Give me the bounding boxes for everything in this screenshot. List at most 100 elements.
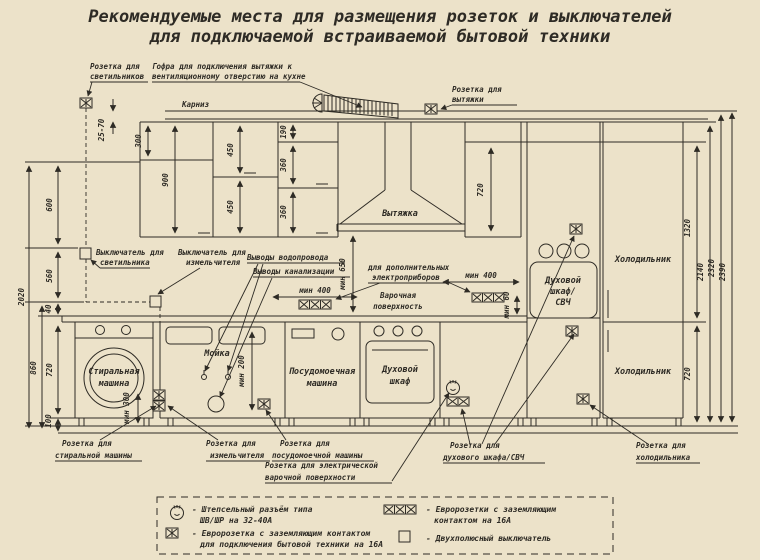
light-switch-icon: [79, 247, 92, 260]
dishwasher-socket-icon: [257, 398, 271, 410]
dim-100: 100: [44, 414, 53, 428]
dim-600: 600: [45, 198, 54, 212]
callout-light-switch: Выключатель для светильника: [90, 248, 164, 269]
hob-socket-label-1: Розетка для электрической: [265, 461, 378, 470]
lights-socket-label-1: Розетка для: [90, 62, 140, 71]
hob-label-2: поверхность: [373, 302, 423, 311]
washing-machine: Стиральная машина: [74, 321, 154, 427]
dim-2390: 2390: [718, 262, 727, 282]
dim-900: 900: [161, 173, 170, 187]
washer-label-1: Стиральная: [88, 367, 140, 377]
dim-2320: 2320: [707, 258, 716, 278]
oven-mw-label-3: СВЧ: [555, 298, 571, 308]
floor: [58, 425, 738, 434]
hood-socket-icon: [424, 103, 438, 115]
legend-plug-connector-icon: [170, 504, 184, 520]
spare-base-section: [440, 417, 527, 427]
legend-item-2-line-1: - Евророзетка с заземляющим контактом: [192, 529, 370, 538]
fridge-socket-label-1: Розетка для: [636, 441, 686, 450]
oven-mw-upper-socket-icon: [569, 223, 583, 235]
oven-socket-label-1: Розетка для: [450, 441, 500, 450]
dim-25-70: 25-70: [97, 118, 106, 142]
dim-min-60: мин 60: [502, 291, 511, 320]
callout-washer-socket: Розетка для стиральной машины: [55, 405, 157, 462]
oven-mw-lower-socket-icon: [565, 325, 579, 337]
callout-hob-socket: Розетка для электрической варочной повер…: [265, 392, 450, 484]
sink-label: Мойка: [203, 349, 230, 359]
dim-min-300: мин 300: [122, 392, 131, 425]
fridge-bottom-label: Холодильник: [614, 367, 672, 377]
callout-lights-socket: Розетка для светильников: [86, 62, 148, 97]
dim-2140: 2140: [696, 262, 705, 282]
dim-720-right: 720: [683, 367, 692, 381]
hob-plug-connector-icon: [446, 379, 460, 395]
legend-item-4-line-1: - Двухполюсный выключатель: [426, 534, 551, 543]
legend-item-3-line-1: - Евророзетки с заземляющим: [426, 505, 556, 514]
callouts: Розетка для светильников Гофра для подкл…: [55, 62, 700, 484]
fridge-socket-icon: [576, 393, 590, 405]
legend-item-1-line-1: - Штепсельный разъём типа: [192, 505, 313, 514]
vent-duct: [312, 93, 399, 119]
dimensions-left: 2020 860 600 560 40 720 100: [17, 161, 140, 432]
oven-label-2: шкаф: [389, 377, 410, 387]
water-outlets-label: Выводы водопровода: [246, 253, 329, 262]
oven-label-1: Духовой: [381, 365, 418, 375]
worktop-sockets-right-icon: [471, 292, 505, 303]
callout-oven-socket: Розетка для духового шкафа/СВЧ: [442, 235, 575, 464]
callout-vent-duct: Гофра для подключения вытяжки к вентиляц…: [152, 62, 363, 108]
dimensions-top: 25-70 300 900 450 450 190 360 360 720: [97, 99, 495, 234]
dim-450b: 450: [226, 200, 235, 214]
dishwasher-label-2: машина: [306, 379, 338, 389]
light-switch-label-2: светильника: [100, 258, 150, 267]
fridge-top-label: Холодильник: [614, 255, 672, 265]
callout-dishwasher-socket: Розетка для посудомоечной машины: [265, 409, 374, 462]
callout-grinder-socket: Розетка для измельчителя: [167, 405, 270, 462]
legend-euro-socket-icon: [165, 527, 179, 539]
dishwasher: Посудомоечная машина: [284, 322, 361, 427]
fridge-socket-label-2: холодильника: [635, 453, 691, 462]
vent-duct-label-1: Гофра для подключения вытяжки к: [152, 62, 292, 71]
title-line-1: Рекомендуемые места для размещения розет…: [88, 7, 671, 27]
dimensions-right: 1320 720 2140 2320 2390: [683, 110, 737, 423]
dim-1320: 1320: [683, 218, 692, 237]
dim-720-cabinet: 720: [476, 183, 485, 197]
extra-appliances-label-2: электроприборов: [372, 273, 440, 282]
washer-socket-icon: [152, 389, 166, 401]
oven-socket-label-2: духового шкафа/СВЧ: [442, 453, 525, 462]
callout-grinder-switch: Выключатель для измельчителя: [157, 248, 246, 295]
extra-appliances-label-1: для дополнительных: [367, 263, 450, 272]
legend-item-2-line-2: для подключения бытовой техники на 16А: [199, 539, 383, 549]
callout-fridge-socket: Розетка для холодильника: [589, 404, 700, 464]
grinder-switch-icon: [149, 295, 162, 308]
dim-720-washer: 720: [45, 363, 54, 377]
callout-hob: Варочная поверхность: [373, 291, 423, 311]
hood-socket-label-2: вытяжки: [452, 95, 484, 104]
legend-item-1-line-2: ШВ/ШР на 32-40А: [199, 516, 272, 525]
worktop-sockets-left-icon: [298, 299, 332, 310]
callout-water-outlets: Выводы водопровода Выводы канализации: [204, 253, 350, 398]
oven-mw-label-1: Духовой: [544, 276, 581, 286]
dim-300: 300: [134, 134, 143, 149]
hood-socket-label-1: Розетка для: [452, 85, 502, 94]
dim-450a: 450: [226, 143, 235, 157]
dishwasher-label-1: Посудомоечная: [289, 367, 356, 377]
hob-socket-label-2: варочной поверхности: [265, 473, 356, 482]
title-line-2: для подключаемой встраиваемой бытовой те…: [149, 27, 611, 47]
sewer-outlets-label: Выводы канализации: [252, 267, 335, 276]
grinder-socket-label-2: измельчителя: [210, 451, 265, 460]
dim-360b: 360: [279, 205, 288, 220]
legend-double-pole-switch-icon: [398, 530, 411, 543]
dim-360a: 360: [279, 158, 288, 173]
cornice-label: Карниз: [181, 100, 210, 109]
wiring-and-outlets: [79, 97, 590, 412]
dim-2020: 2020: [17, 287, 26, 307]
legend-item-3-line-2: контактом на 16А: [434, 516, 511, 525]
wall-cabinets: [139, 121, 683, 238]
countertop: [61, 315, 527, 323]
grinder-socket-label-1: Розетка для: [206, 439, 256, 448]
dim-560: 560: [45, 269, 54, 283]
grinder-socket-icon: [152, 400, 166, 412]
dim-190: 190: [279, 125, 288, 139]
dim-min-200: мин 200: [237, 355, 246, 388]
